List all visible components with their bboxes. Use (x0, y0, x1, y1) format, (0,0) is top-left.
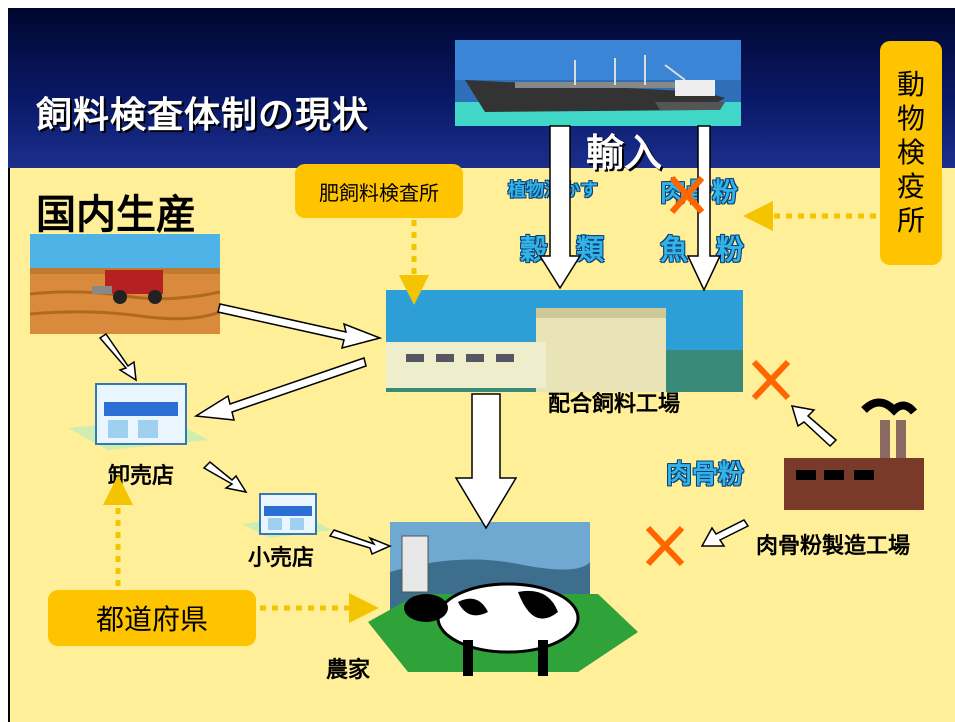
animal-quarantine-char: 疫 (896, 170, 925, 203)
inspection-office-label: 肥飼料検査所 (319, 180, 439, 205)
feed-factory-label: 配合飼料工場 (548, 392, 681, 417)
fishmeal-label: 魚 粉 (660, 233, 745, 266)
prefecture-box: 都道府県 (48, 590, 256, 646)
domestic-production-label: 国内生産 (36, 192, 196, 238)
grain-label: 穀 類 (520, 233, 605, 266)
slide: 飼料検査体制の現状 動 物 検 疫 所 肥飼料検査所 都道府県 国内生産 輸入 (8, 8, 955, 722)
import-meat-bone-label: 肉骨粉 (660, 178, 739, 208)
animal-quarantine-box: 動 物 検 疫 所 (880, 41, 942, 265)
import-label: 輸入 (586, 131, 663, 175)
retail-label: 小売店 (248, 546, 315, 571)
animal-quarantine-char: 所 (896, 204, 925, 237)
slide-title: 飼料検査体制の現状 (36, 95, 370, 136)
wholesale-label: 卸売店 (108, 464, 175, 489)
meat-bone-factory-label: 肉骨粉製造工場 (756, 534, 911, 559)
animal-quarantine-char: 動 (896, 68, 925, 101)
animal-quarantine-char: 検 (896, 136, 925, 169)
plant-oil-label: 植物油かす (508, 180, 598, 201)
meat-bone-label: 肉骨粉 (666, 460, 745, 490)
animal-quarantine-char: 物 (896, 102, 925, 135)
inspection-office-box: 肥飼料検査所 (295, 164, 463, 218)
farmer-label: 農家 (326, 658, 371, 683)
left-border (8, 168, 10, 722)
prefecture-label: 都道府県 (95, 603, 208, 636)
